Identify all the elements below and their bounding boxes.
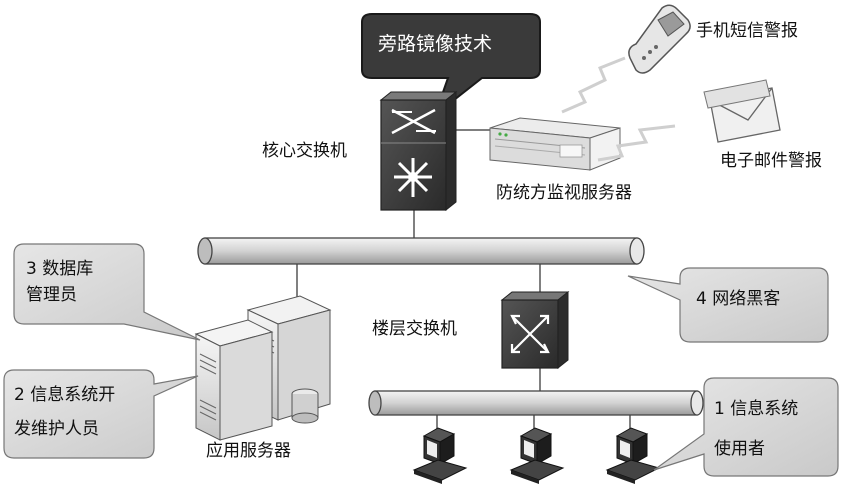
monitor-server-icon — [489, 117, 621, 171]
user-callout-line2: 使用者 — [714, 439, 765, 459]
callout-developer — [3, 369, 199, 459]
application-server-icon — [194, 295, 332, 441]
dba-callout-line1: 3 数据库 — [26, 259, 94, 279]
callout-dba — [13, 243, 201, 341]
email-envelope-icon — [703, 79, 781, 143]
user-computer-icon — [412, 427, 468, 484]
email-alert-label: 电子邮件警报 — [720, 151, 822, 171]
app-server-label: 应用服务器 — [206, 441, 291, 461]
speech-bubble — [361, 13, 541, 118]
email-signal-bolt — [597, 124, 676, 162]
floor-switch-label: 楼层交换机 — [372, 319, 457, 339]
dev-callout-line2: 发维护人员 — [14, 419, 99, 439]
cell-phone-icon — [628, 4, 691, 74]
user-callout-line1: 1 信息系统 — [714, 399, 799, 419]
hacker-callout-line1: 4 网络黑客 — [696, 289, 781, 309]
user-computer-icon — [509, 427, 565, 484]
callout-user — [653, 377, 839, 477]
sms-signal-bolt — [561, 56, 626, 114]
dev-callout-line1: 2 信息系统开 — [14, 385, 116, 405]
core-switch-label: 核心交换机 — [262, 141, 347, 161]
backbone-pipe — [197, 237, 645, 265]
user-computer-icon — [605, 427, 661, 484]
monitor-server-label: 防统方监视服务器 — [496, 183, 632, 203]
dba-callout-line2: 管理员 — [26, 285, 77, 305]
sms-alert-label: 手机短信警报 — [696, 21, 798, 41]
bubble-text: 旁路镜像技术 — [378, 33, 493, 55]
callout-hacker — [627, 267, 829, 343]
lan-pipe — [368, 390, 704, 416]
core-switch-icon — [379, 90, 458, 212]
floor-switch-icon — [500, 290, 570, 370]
